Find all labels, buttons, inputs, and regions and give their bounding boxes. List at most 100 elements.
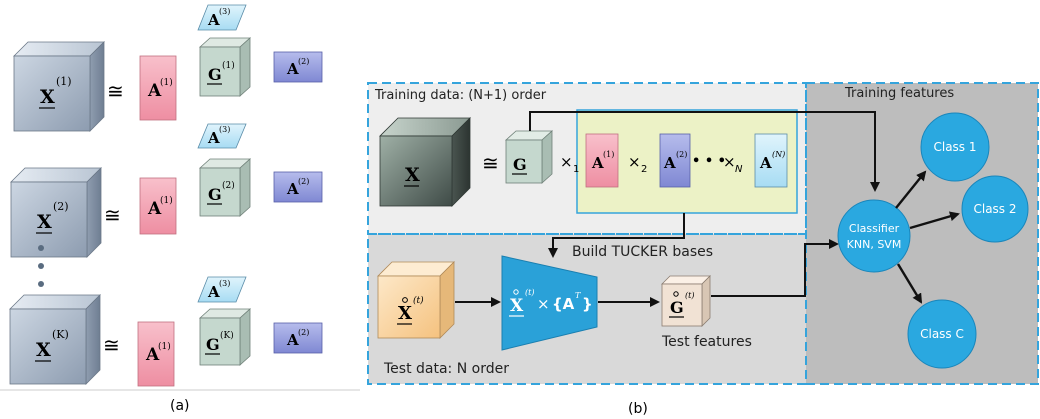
approx-symbol: ≅: [104, 203, 121, 227]
class-2-label: Class 2: [973, 202, 1016, 216]
factor-a1-matrix: A (1): [139, 177, 177, 235]
factor-a1-sup: (1): [158, 341, 171, 352]
projection-x-sup: (t): [525, 288, 534, 297]
core-g-sup: (2): [222, 180, 235, 191]
factor-a1-matrix: A (1): [139, 55, 177, 121]
factor-a2-matrix: A (2): [273, 171, 323, 203]
factor-a1-label: A: [147, 199, 162, 219]
modeN-subscript: N: [735, 164, 743, 175]
mode1-product: ×: [560, 153, 573, 171]
panel-a: X (1) ≅ A (1) A (3) G (1): [0, 4, 360, 414]
mode2-product: ×: [628, 153, 641, 171]
factor-aN-label: A: [759, 154, 772, 172]
test-data-label: Test data: N order: [383, 361, 509, 377]
core-g-label: G: [513, 155, 527, 174]
factor-a2-sup: (2): [298, 177, 309, 186]
factor-a3-matrix: A (3): [197, 276, 247, 303]
factor-a2-sup: (2): [676, 150, 687, 159]
ellipsis-dots: • • •: [692, 154, 726, 169]
mode1-subscript: 1: [573, 164, 579, 175]
training-features-arrow: [529, 111, 880, 192]
core-g-sup: (1): [222, 60, 235, 71]
arrow-to-class-c: [896, 263, 923, 304]
factor-aN-matrix: A (N): [754, 133, 788, 188]
factor-a3-sup: (3): [219, 279, 230, 288]
factor-a3-label: A: [207, 129, 220, 147]
core-g-label: G: [208, 185, 222, 204]
factor-a2-sup: (2): [298, 57, 309, 66]
classifier-node: Classifier KNN, SVM: [837, 199, 911, 273]
classifier-line1: Classifier: [849, 222, 900, 235]
tensor-x-cube: X (2): [10, 167, 102, 258]
tensor-x-cube: X (K): [9, 294, 101, 385]
core-g-label: G: [208, 65, 222, 84]
panel-a-row-1: X (1) ≅ A (1) A (3) G (1): [13, 4, 323, 132]
factor-a2-label: A: [286, 180, 299, 198]
factor-aN-sup: (N): [772, 150, 785, 159]
factor-a1-sup: (1): [603, 150, 614, 159]
modeN-product: ×: [723, 153, 736, 171]
classifier-line2: KNN, SVM: [847, 238, 902, 251]
factor-a2-matrix: A (2): [659, 133, 691, 188]
training-features-label: Training features: [844, 86, 954, 101]
approx-symbol: ≅: [482, 151, 499, 175]
tensor-x-sup: (K): [52, 328, 69, 341]
test-tensor-sup: (t): [413, 295, 424, 306]
test-tensor-cube: X (t): [377, 261, 455, 339]
panel-a-caption: (a): [170, 398, 190, 414]
approx-symbol: ≅: [103, 333, 120, 357]
factor-a2-matrix: A (2): [273, 322, 323, 354]
tensor-x-label: X: [37, 211, 52, 233]
tensor-x-cube: X (1): [13, 41, 105, 132]
class-node-c: Class C: [907, 299, 977, 369]
factor-a3-matrix: A (3): [197, 4, 247, 31]
factor-a3-sup: (3): [219, 125, 230, 134]
training-tensor-label: X: [405, 164, 420, 186]
panel-a-row-2: X (2) ≅ A (1) A (3) G (2): [10, 123, 323, 258]
ellipsis-dots: [38, 245, 44, 287]
mode2-subscript: 2: [641, 164, 647, 175]
factor-a2-label: A: [286, 60, 299, 78]
factor-a2-sup: (2): [298, 328, 309, 337]
core-g-cube: G (2): [198, 158, 252, 217]
factor-a2-label: A: [663, 154, 676, 172]
panel-a-row-3: X (K) ≅ A (1) A (3) G (K): [9, 276, 323, 387]
core-g-cube: G (K): [198, 308, 252, 366]
core-g-cube: G (1): [198, 37, 252, 97]
projection-x-label: X: [510, 296, 524, 316]
factor-a3-label: A: [207, 11, 220, 29]
test-features-arrow: [711, 239, 839, 297]
projection-set-sup: T: [575, 291, 581, 300]
test-core-sup: (t): [685, 291, 694, 300]
factor-a1-sup: (1): [160, 77, 173, 88]
approx-symbol: ≅: [107, 79, 124, 103]
test-core-cube: G (t): [661, 275, 711, 327]
tensor-x-sup: (1): [56, 75, 72, 88]
projection-set-close: }: [582, 295, 593, 313]
core-g-label: G: [206, 335, 220, 354]
factor-a1-matrix: A (1): [585, 133, 619, 188]
class-c-label: Class C: [920, 327, 964, 341]
build-bases-label: Build TUCKER bases: [572, 244, 713, 260]
class-node-1: Class 1: [920, 112, 990, 182]
factor-a1-label: A: [147, 81, 162, 101]
core-g-cube: G: [504, 130, 554, 184]
core-g-sup: (K): [220, 330, 234, 341]
factor-a1-label: A: [145, 345, 160, 365]
panel-b: Training data: (N+1) order Training feat…: [367, 82, 1039, 417]
factor-a1-sup: (1): [160, 195, 173, 206]
build-bases-arrow: [548, 213, 685, 258]
tensor-x-sup: (2): [53, 200, 69, 213]
tensor-x-label: X: [40, 86, 55, 108]
class-1-label: Class 1: [933, 140, 976, 154]
projection-set: {A: [552, 295, 575, 313]
arrow-to-class-1: [895, 170, 927, 209]
training-data-label: Training data: (N+1) order: [374, 88, 547, 103]
test-tensor-label: X: [398, 303, 412, 324]
factor-a1-label: A: [591, 154, 604, 172]
arrow-to-class-2: [909, 211, 960, 230]
projection-times: ×: [537, 295, 550, 313]
class-node-2: Class 2: [961, 175, 1029, 243]
factor-a3-label: A: [207, 283, 220, 301]
